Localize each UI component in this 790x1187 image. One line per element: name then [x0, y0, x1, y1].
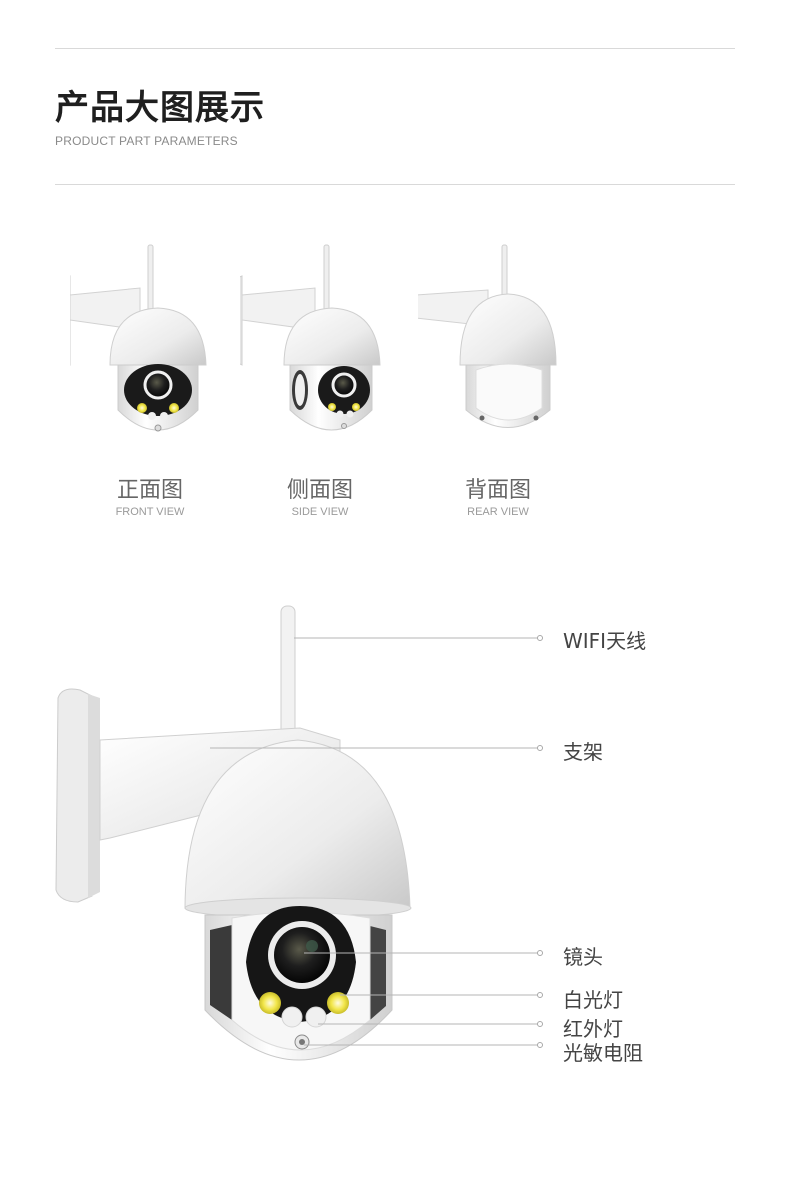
callout-wifi-antenna: WIFI天线: [563, 629, 647, 653]
front-view: 正面图 FRONT VIEW: [70, 240, 230, 530]
front-view-label: 正面图: [116, 478, 183, 503]
callout-white-light: 白光灯: [563, 988, 623, 1012]
page-subtitle: PRODUCT PART PARAMETERS: [55, 134, 238, 148]
callout-photoresistor: 光敏电阻: [563, 1041, 643, 1065]
side-view-camera-image: [240, 244, 381, 431]
callout-lens: 镜头: [563, 945, 603, 969]
infrared-light-right-image: [305, 1006, 327, 1028]
infrared-light-left-image: [281, 1006, 303, 1028]
camera-parts-diagram: [55, 605, 543, 1061]
top-divider: [55, 48, 735, 49]
side-view: 侧面图 SIDE VIEW: [240, 240, 400, 530]
callout-bracket: 支架: [563, 740, 603, 764]
rear-view-label-en: REAR VIEW: [467, 506, 529, 518]
rear-view-label: 背面图: [464, 478, 531, 503]
rear-view-camera-image: [418, 244, 557, 428]
lens-image: [274, 927, 330, 983]
header-divider: [55, 184, 735, 185]
callout-infrared-light: 红外灯: [563, 1017, 623, 1041]
page-title: 产品大图展示: [55, 88, 265, 128]
front-view-label-en: FRONT VIEW: [115, 506, 185, 518]
rear-view: 背面图 REAR VIEW: [418, 240, 578, 530]
white-light-right-image: [327, 992, 349, 1014]
white-light-left-image: [259, 992, 281, 1014]
front-view-camera-image: [70, 244, 207, 432]
side-view-label-en: SIDE VIEW: [291, 506, 349, 518]
side-view-label: 侧面图: [286, 478, 353, 503]
